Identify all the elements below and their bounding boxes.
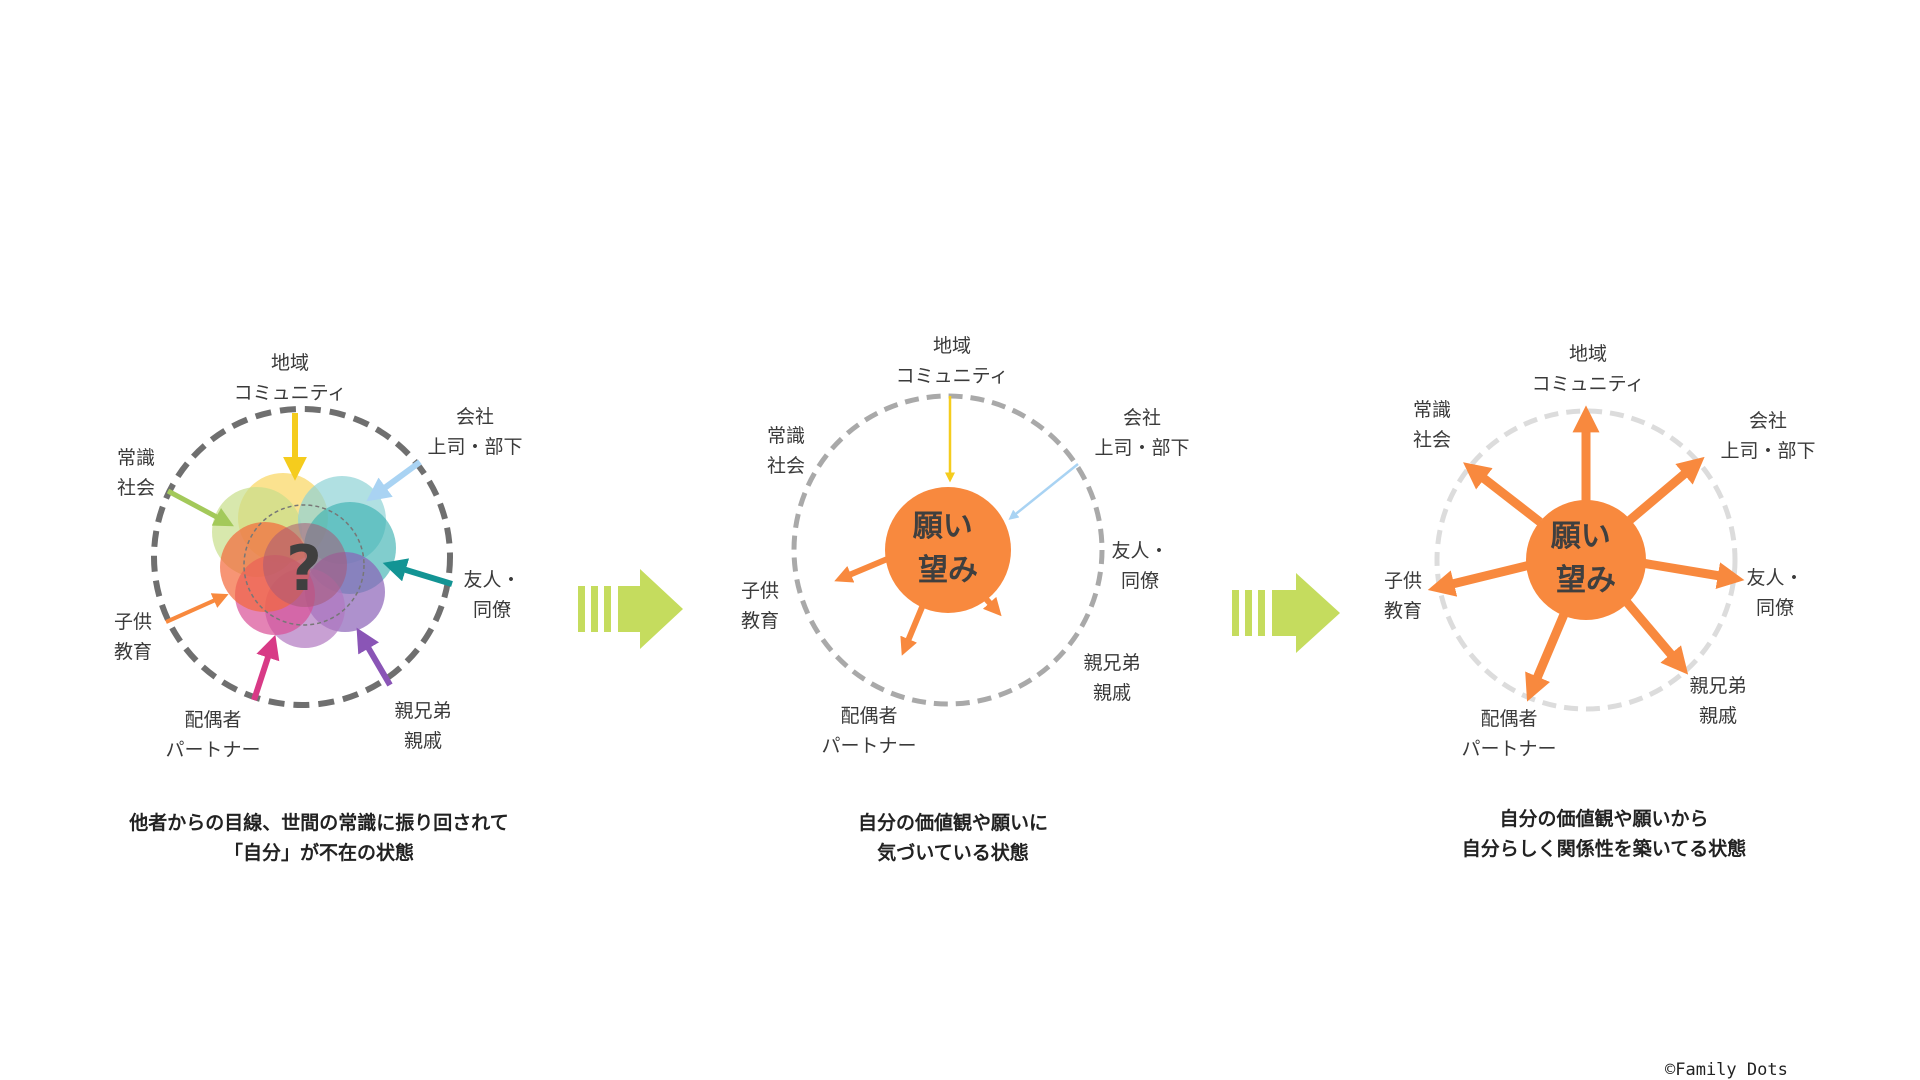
panel-3-caption: 自分の価値観や願いから 自分らしく関係性を築いてる状態 bbox=[1304, 804, 1904, 864]
panel-1-overlapping-influences: ? bbox=[212, 473, 396, 648]
label-family: 親兄弟親戚 bbox=[1689, 675, 1746, 727]
arrow-company bbox=[366, 459, 422, 502]
caption-line-2: 気づいている状態 bbox=[877, 842, 1029, 864]
label-children: 子供教育 bbox=[114, 611, 152, 663]
arrow-to-family bbox=[1621, 597, 1689, 675]
label-community: 地域コミュニティ bbox=[234, 352, 347, 404]
arrow-friends bbox=[382, 558, 453, 587]
panel-2-arrow-company bbox=[1008, 463, 1079, 520]
panel-2-awareness-state: 願い 望み 地域コミュニティ 会社上司・部下 友人・同僚 親兄弟親戚 配偶者パー… bbox=[741, 335, 1190, 757]
label-friends: 友人・同僚 bbox=[1111, 540, 1168, 592]
label-friends: 友人・同僚 bbox=[463, 569, 520, 621]
label-company: 会社上司・部下 bbox=[427, 406, 522, 458]
panel-2-arrow-out-left bbox=[834, 554, 894, 583]
arrow-children bbox=[165, 593, 229, 624]
panel-3-dashed-ring bbox=[1434, 408, 1738, 712]
label-partner: 配偶者パートナー bbox=[1461, 708, 1556, 760]
panel-1-question-mark: ? bbox=[286, 532, 322, 605]
label-company: 会社上司・部下 bbox=[1720, 410, 1815, 462]
arrow-to-society bbox=[1463, 462, 1543, 526]
panel-2-wish-core bbox=[885, 487, 1011, 613]
copyright-notice: ©Family Dots bbox=[1665, 1060, 1788, 1080]
panel-2-wish-text: 願い 望み bbox=[913, 509, 983, 588]
label-partner: 配偶者パートナー bbox=[165, 709, 260, 761]
transition-arrow-2 bbox=[1232, 573, 1340, 653]
panel-1-labels: 地域コミュニティ 会社上司・部下 友人・同僚 親兄弟親戚 配偶者パートナー 子供… bbox=[114, 352, 523, 761]
label-children: 子供教育 bbox=[741, 580, 779, 632]
panel-2-dashed-ring bbox=[791, 393, 1105, 707]
caption-line-2: 自分らしく関係性を築いてる状態 bbox=[1461, 838, 1747, 860]
panel-1-dashed-ring bbox=[151, 406, 453, 708]
caption-line-1: 自分の価値観や願いに bbox=[857, 812, 1048, 834]
arrow-partner bbox=[251, 634, 280, 701]
panel-1-self-circle bbox=[243, 504, 365, 626]
panel-3-wish-core bbox=[1526, 500, 1646, 620]
panel-2-caption: 自分の価値観や願いに 気づいている状態 bbox=[653, 808, 1253, 868]
label-society: 常識社会 bbox=[117, 447, 155, 499]
label-community: 地域コミュニティ bbox=[896, 335, 1009, 387]
label-society: 常識社会 bbox=[767, 425, 805, 477]
arrow-family bbox=[356, 627, 393, 687]
panel-3-outward-arrows bbox=[1427, 405, 1745, 702]
label-society: 常識社会 bbox=[1413, 399, 1451, 451]
caption-line-1: 他者からの目線、世間の常識に振り回されて bbox=[129, 812, 509, 834]
panel-1-caption: 他者からの目線、世間の常識に振り回されて 「自分」が不在の状態 bbox=[19, 808, 619, 868]
panel-1-dependent-state: ? 地域コミュニティ 会社上司・部下 友人・同僚 親兄弟親戚 配偶者パートナー … bbox=[114, 352, 523, 761]
label-community: 地域コミュニティ bbox=[1532, 343, 1645, 395]
label-family: 親兄弟親戚 bbox=[1083, 652, 1140, 704]
caption-line-2: 「自分」が不在の状態 bbox=[223, 842, 414, 864]
label-company: 会社上司・部下 bbox=[1094, 407, 1189, 459]
arrow-to-partner bbox=[1525, 610, 1570, 702]
label-family: 親兄弟親戚 bbox=[394, 700, 451, 752]
caption-line-1: 自分の価値観や願いから bbox=[1499, 808, 1709, 830]
arrow-to-friends bbox=[1641, 558, 1745, 589]
panel-3-authentic-state: 願い 望み 地域コミュニティ 会社上司・部下 友人・同僚 親兄弟親戚 配偶者パー… bbox=[1384, 343, 1816, 760]
label-children: 子供教育 bbox=[1384, 570, 1422, 622]
panel-2-labels: 地域コミュニティ 会社上司・部下 友人・同僚 親兄弟親戚 配偶者パートナー 子供… bbox=[741, 335, 1190, 757]
arrow-to-children bbox=[1427, 560, 1532, 597]
panel-2-arrow-out-down bbox=[900, 598, 928, 656]
arrow-society bbox=[166, 488, 234, 527]
arrow-to-company bbox=[1627, 456, 1705, 524]
label-partner: 配偶者パートナー bbox=[821, 705, 916, 757]
panel-3-wish-text: 願い 望み bbox=[1551, 519, 1621, 598]
label-friends: 友人・同僚 bbox=[1746, 567, 1803, 619]
panel-3-labels: 地域コミュニティ 会社上司・部下 友人・同僚 親兄弟親戚 配偶者パートナー 子供… bbox=[1384, 343, 1816, 760]
transition-arrow-1 bbox=[578, 569, 683, 649]
panel-1-influence-arrows bbox=[165, 413, 453, 701]
